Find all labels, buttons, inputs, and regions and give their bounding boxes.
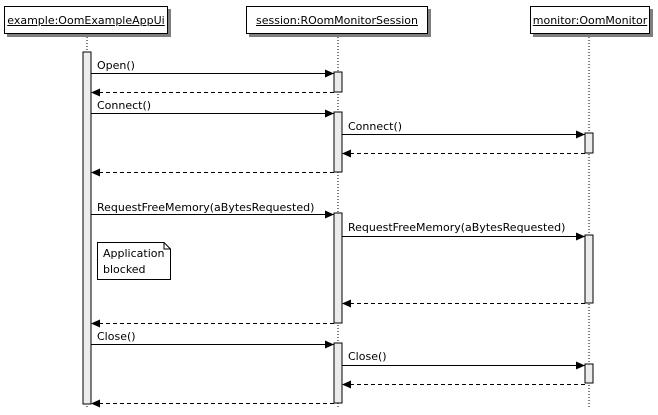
participant-label: monitor:OomMonitor xyxy=(532,13,648,27)
participant-label: session:ROomMonitorSession xyxy=(256,13,418,27)
activation-monitor-request xyxy=(584,234,594,304)
message-label-connect-monitor: Connect() xyxy=(348,120,403,133)
message-label-request-free-memory: RequestFreeMemory(aBytesRequested) xyxy=(97,201,315,214)
note-fold-corner xyxy=(163,242,171,250)
participant-example: example:OomExampleAppUi xyxy=(4,6,168,34)
activation-monitor-connect xyxy=(584,132,594,154)
activation-monitor-close xyxy=(584,363,594,384)
participant-label: example:OomExampleAppUi xyxy=(7,13,165,27)
message-label-request-free-memory-monitor: RequestFreeMemory(aBytesRequested) xyxy=(348,221,566,234)
note-line: Application xyxy=(103,247,165,260)
activation-session-open xyxy=(333,71,343,93)
note-application-blocked: Application blocked xyxy=(97,242,171,280)
participant-monitor: monitor:OomMonitor xyxy=(530,6,650,34)
note-outline xyxy=(97,242,171,280)
participant-session: session:ROomMonitorSession xyxy=(246,6,428,34)
message-label-close: Close() xyxy=(97,330,136,343)
message-label-connect: Connect() xyxy=(97,99,152,112)
message-label-open: Open() xyxy=(97,59,135,72)
activation-example xyxy=(82,51,92,405)
message-label-close-monitor: Close() xyxy=(348,350,387,363)
note-line: blocked xyxy=(103,263,146,276)
activation-session-close xyxy=(333,342,343,404)
activation-session-connect xyxy=(333,111,343,173)
activation-session-request xyxy=(333,212,343,324)
